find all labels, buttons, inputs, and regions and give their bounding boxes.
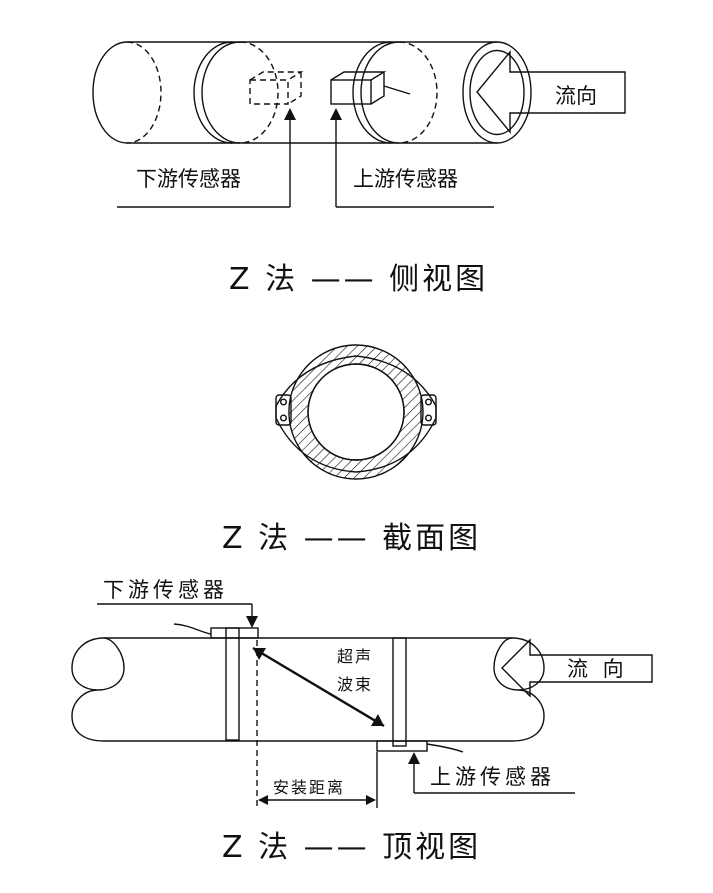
section-view: Z 法 —— 截面图 [222, 344, 481, 556]
top-downstream-leader [97, 603, 258, 628]
beam-label-line1: 超声 [337, 647, 373, 666]
section-view-caption: Z 法 —— 截面图 [222, 521, 481, 556]
side-upstream-transducer [330, 71, 411, 105]
top-upstream-transducer [376, 637, 464, 753]
top-flow-label: 流 向 [567, 657, 628, 681]
top-flow-arrow [501, 638, 653, 698]
install-distance-label: 安装距离 [273, 778, 345, 797]
top-downstream-label: 下游传感器 [103, 578, 228, 602]
top-view-caption: Z 法 —— 顶视图 [222, 830, 481, 865]
pipe-wall-hatched [288, 344, 424, 480]
install-distance-dimension [258, 752, 378, 808]
side-flow-label: 流向 [555, 84, 597, 108]
side-downstream-label: 下游传感器 [136, 167, 241, 191]
top-view: 流 向 超声 波束 安装距离 [71, 578, 653, 865]
ultrasonic-beam [252, 646, 385, 728]
side-flow-arrow [476, 50, 626, 134]
top-downstream-transducer [173, 623, 259, 741]
side-view: 流向 下游传感器 上游传感器 Z 法 —— 侧视图 [92, 41, 626, 297]
side-leader-lines [117, 108, 494, 208]
beam-label-line2: 波束 [337, 675, 373, 694]
top-upstream-label: 上游传感器 [430, 765, 555, 789]
side-downstream-transducer [249, 71, 304, 105]
side-pipe [92, 41, 532, 144]
top-upstream-leader [408, 752, 575, 794]
side-view-caption: Z 法 —— 侧视图 [229, 262, 488, 297]
side-upstream-label: 上游传感器 [353, 167, 458, 191]
top-pipe [71, 637, 545, 742]
